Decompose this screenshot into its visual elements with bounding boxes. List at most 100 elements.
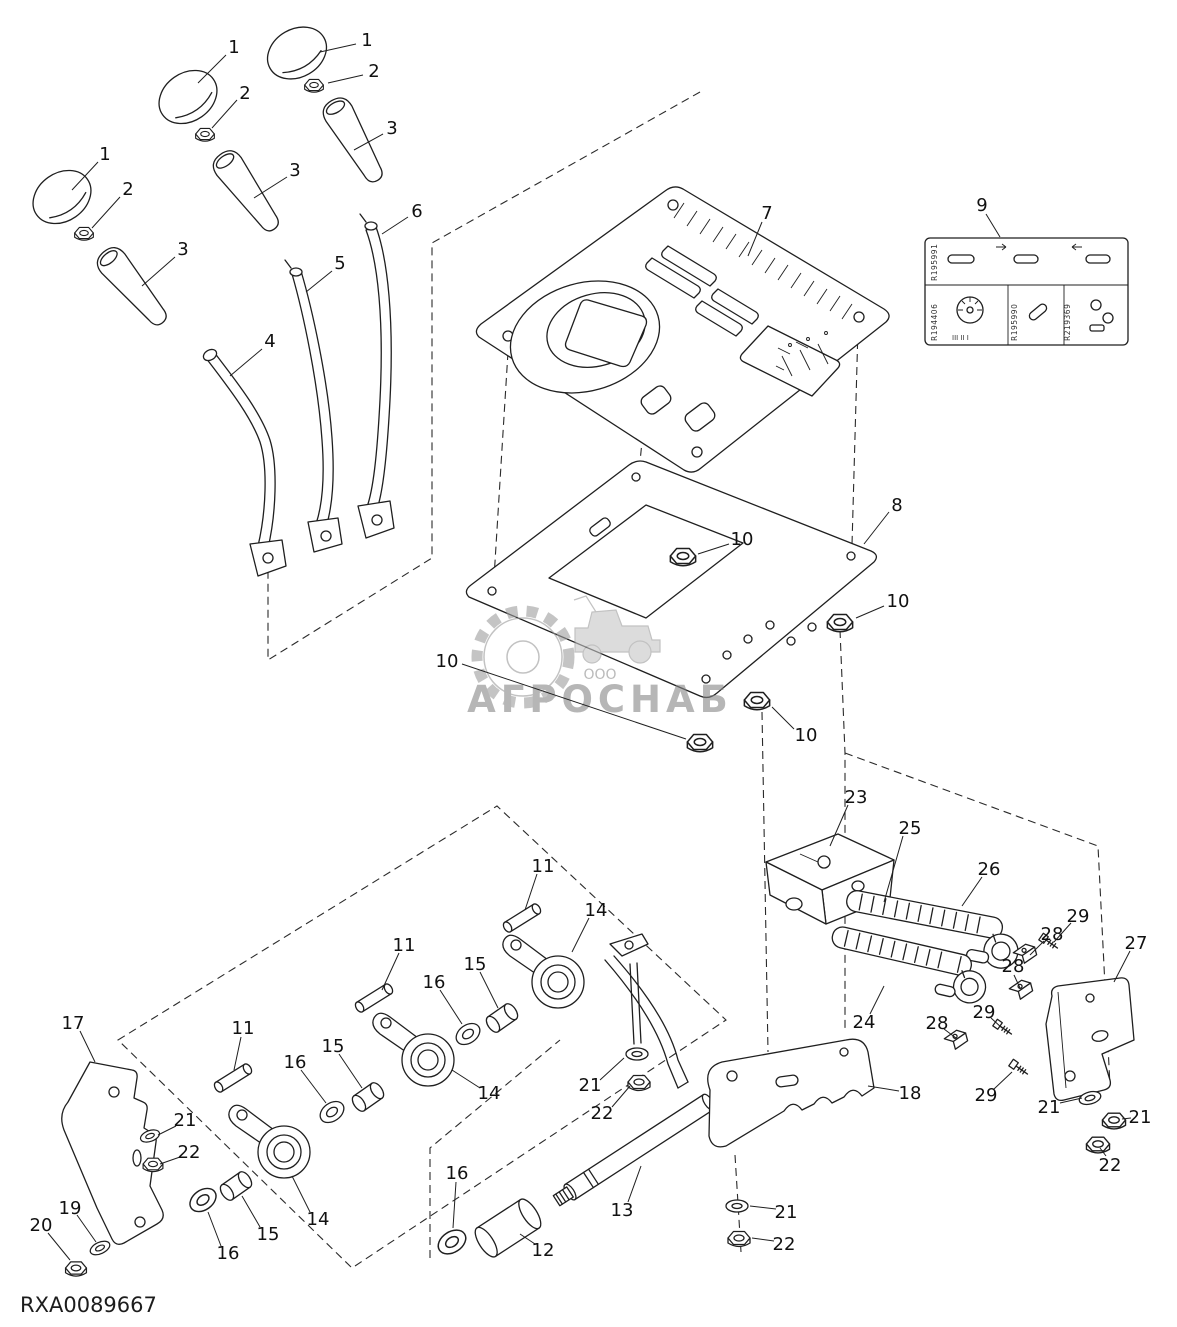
callout-leader	[611, 1085, 631, 1108]
callout-12: 12	[532, 1240, 555, 1261]
lever-grip	[91, 241, 175, 333]
decal-code-4: R219369	[1063, 304, 1072, 341]
callout-leader	[319, 43, 357, 53]
callout-leader	[253, 176, 288, 199]
rod-bushing	[474, 1198, 542, 1258]
flange-nut	[826, 613, 854, 633]
washer-ring	[315, 1096, 349, 1128]
callout-10: 10	[795, 725, 818, 746]
callout-leader	[961, 876, 983, 907]
callout-14: 14	[478, 1083, 501, 1104]
flange-nut	[686, 733, 714, 753]
callout-23: 23	[845, 787, 868, 808]
callout-29: 29	[973, 1002, 996, 1023]
callout-leader	[571, 917, 590, 953]
retainer-clip	[1007, 977, 1035, 1002]
callout-leader	[79, 1030, 96, 1063]
callout-21: 21	[579, 1075, 602, 1096]
callout-leader	[157, 1125, 177, 1136]
callout-21: 21	[1038, 1097, 1061, 1118]
callout-leader	[197, 54, 227, 84]
callout-16: 16	[217, 1243, 240, 1264]
callout-15: 15	[464, 954, 487, 975]
console-panel	[475, 186, 890, 473]
callout-28: 28	[926, 1013, 949, 1034]
callout-leader	[943, 1028, 957, 1039]
bushing	[217, 1168, 255, 1204]
mounting-plate	[465, 460, 878, 699]
callout-leader	[338, 1053, 363, 1089]
callout-26: 26	[978, 859, 1001, 880]
callout-leader	[233, 1036, 242, 1071]
callout-8: 8	[891, 495, 902, 516]
callout-25: 25	[899, 818, 922, 839]
callout-leader	[479, 971, 499, 1009]
callout-leader	[1099, 1147, 1107, 1157]
callout-4: 4	[264, 331, 275, 352]
callout-2: 2	[122, 179, 133, 200]
callout-14: 14	[307, 1209, 330, 1230]
bushing	[483, 1000, 521, 1036]
callout-11: 11	[232, 1018, 255, 1039]
callout-10: 10	[887, 591, 910, 612]
callout-29: 29	[975, 1085, 998, 1106]
callout-leader	[627, 1165, 642, 1203]
callout-leader	[863, 511, 890, 545]
hex-nut	[1085, 1136, 1111, 1154]
callout-leader	[305, 270, 333, 293]
washer-ring	[433, 1224, 471, 1260]
callout-leader	[71, 161, 99, 191]
callout-leader	[211, 99, 238, 129]
callout-leader	[229, 348, 263, 377]
callout-leader	[300, 1069, 327, 1104]
callout-13: 13	[611, 1200, 634, 1221]
callout-16: 16	[446, 1163, 469, 1184]
callout-leader	[519, 1233, 536, 1245]
callout-leader	[291, 1175, 311, 1213]
knob	[257, 16, 337, 90]
callout-9: 9	[976, 195, 987, 216]
callout-leader	[1029, 940, 1045, 956]
callout-leader	[1059, 1097, 1083, 1104]
callout-leader	[985, 213, 1001, 238]
callout-leader	[1121, 1117, 1132, 1120]
decal-dial-marks: III II I	[952, 334, 969, 342]
callout-21: 21	[775, 1202, 798, 1223]
callout-leader	[47, 1232, 71, 1261]
callout-leader	[451, 1069, 481, 1089]
callout-leader	[993, 1071, 1013, 1090]
bolt	[1008, 1058, 1031, 1078]
callout-24: 24	[853, 1012, 876, 1033]
shift-rail-lower	[831, 926, 987, 1004]
pivot-housing	[228, 1104, 311, 1179]
callout-2: 2	[368, 61, 379, 82]
callout-16: 16	[423, 972, 446, 993]
callout-21: 21	[1129, 1107, 1152, 1128]
callout-7: 7	[761, 203, 772, 224]
callout-leader	[1113, 950, 1131, 983]
pivot-housing	[372, 1012, 455, 1087]
callout-3: 3	[177, 239, 188, 260]
pivot-housing	[502, 934, 585, 1009]
watermark-name: АГРОСНАБ	[467, 678, 733, 721]
lever-grip	[207, 145, 288, 239]
callout-leader	[1053, 922, 1072, 943]
callout-leader	[461, 663, 687, 740]
watermark-company-type: ООО	[583, 667, 616, 683]
callout-leader	[207, 1211, 222, 1247]
callout-22: 22	[178, 1142, 201, 1163]
drawing-number: RXA0089667	[20, 1293, 157, 1317]
knob-nut	[195, 127, 215, 142]
watermark: ООО АГРОСНАБ	[467, 595, 733, 721]
callout-leader	[452, 1181, 457, 1229]
shift-rail-upper	[846, 890, 1019, 969]
callout-2: 2	[239, 83, 250, 104]
washer-ring	[184, 1182, 222, 1218]
shift-levers	[202, 213, 395, 577]
callout-leader	[381, 216, 409, 235]
callout-22: 22	[773, 1234, 796, 1255]
knob-nut	[74, 226, 94, 241]
shift-knob-group-middle	[148, 58, 288, 239]
